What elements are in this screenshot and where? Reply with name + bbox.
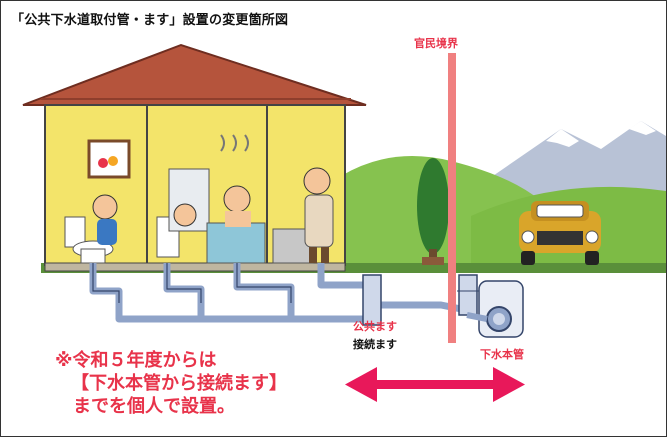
boundary-line (448, 53, 456, 343)
house-body (44, 104, 346, 272)
connection-basin (362, 274, 382, 326)
car (519, 201, 601, 265)
public-basin-label: 公共ます (353, 320, 397, 333)
responsibility-arrow (345, 367, 525, 402)
tree (417, 158, 449, 265)
connection-basin-label: 接続ます (353, 338, 397, 351)
boundary-label: 官民境界 (414, 37, 458, 50)
diagram-title: 「公共下水道取付管・ます」設置の変更箇所図 (11, 13, 289, 28)
sewer-main-label: 下水本管 (480, 348, 524, 361)
note-line-1: ※令和５年度からは (55, 350, 217, 371)
house-roof (22, 43, 367, 106)
public-basin (457, 274, 481, 316)
change-note: ※令和５年度からは 【下水本管から接続ます】 までを個人で設置。 (55, 349, 287, 418)
sewer-main (466, 280, 524, 338)
note-line-2: 【下水本管から接続ます】 (71, 373, 287, 394)
note-line-3: までを個人で設置。 (73, 396, 235, 417)
